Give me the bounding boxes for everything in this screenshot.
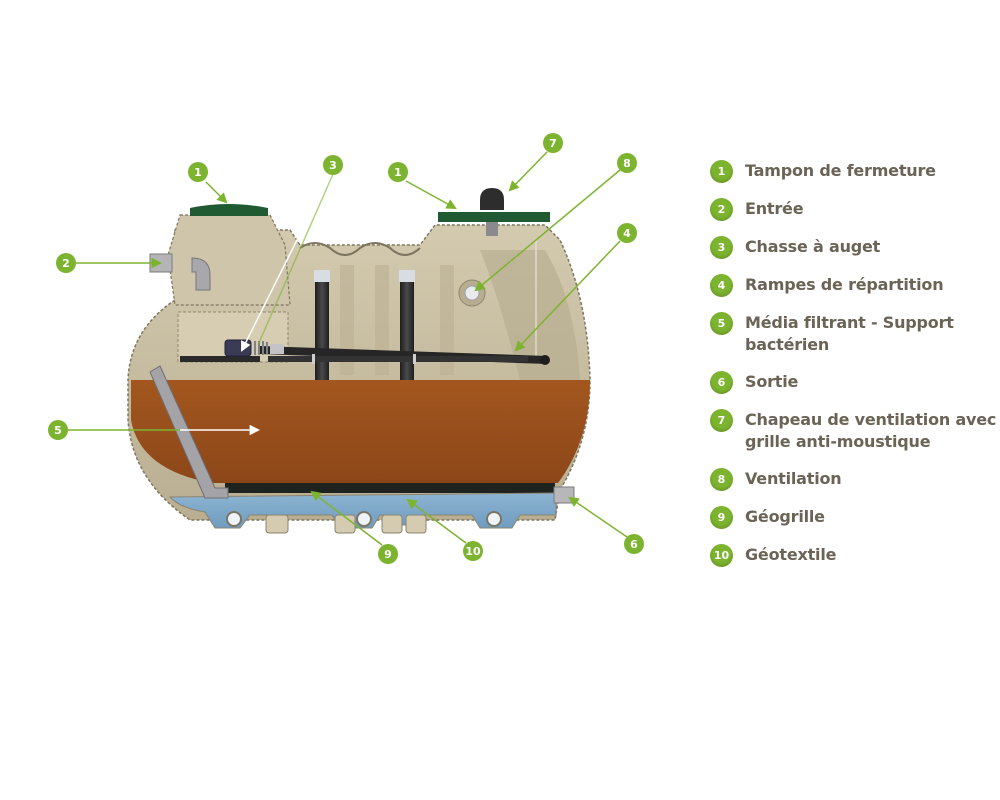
drain-holes — [226, 511, 502, 527]
legend-label: Géotextile — [745, 545, 837, 564]
svg-text:10: 10 — [465, 545, 481, 558]
legend-item: 1 Tampon de fermeture — [710, 160, 1000, 183]
svg-text:9: 9 — [384, 548, 392, 561]
legend-badge: 2 — [710, 198, 733, 221]
legend-item: 7 Chapeau de ventilation avec grille ant… — [710, 409, 1000, 453]
svg-text:6: 6 — [630, 538, 638, 551]
callout-leaders — [68, 151, 628, 546]
legend-label: Média filtrant - Support bactérien — [745, 313, 954, 354]
legend-item: 10 Géotextile — [710, 544, 1000, 567]
legend-label: Ventilation — [745, 469, 842, 488]
svg-text:1: 1 — [194, 166, 202, 179]
legend-item: 4 Rampes de répartition — [710, 274, 1000, 297]
svg-text:7: 7 — [549, 137, 557, 150]
legend-item: 5 Média filtrant - Support bactérien — [710, 312, 1000, 356]
legend-badge: 10 — [710, 544, 733, 567]
legend-label: Chapeau de ventilation avec grille anti-… — [745, 410, 997, 451]
callout-badge: 7 — [543, 133, 563, 153]
legend-label: Chasse à auget — [745, 237, 881, 256]
callout-badge: 4 — [617, 223, 637, 243]
callout-badge: 9 — [378, 544, 398, 564]
geogrille-layer — [225, 483, 555, 493]
right-closure-lid — [438, 212, 550, 222]
ventilation-cap — [480, 188, 504, 236]
distribution-ramps — [180, 346, 550, 365]
collector-pipe — [149, 365, 229, 499]
svg-text:4: 4 — [623, 227, 631, 240]
legend-label: Tampon de fermeture — [745, 161, 936, 180]
callout-badge: 2 — [56, 253, 76, 273]
legend-badge: 9 — [710, 506, 733, 529]
tank-feet — [265, 514, 427, 534]
callout-badge: 6 — [624, 534, 644, 554]
legend-badge: 6 — [710, 371, 733, 394]
legend-badge: 4 — [710, 274, 733, 297]
legend-item: 2 Entrée — [710, 198, 1000, 221]
svg-text:2: 2 — [62, 257, 70, 270]
svg-text:3: 3 — [329, 159, 337, 172]
callout-badge: 8 — [617, 153, 637, 173]
legend-label: Géogrille — [745, 507, 825, 526]
legend-badge: 8 — [710, 468, 733, 491]
callout-badge: 1 — [388, 162, 408, 182]
legend-label: Rampes de répartition — [745, 275, 944, 294]
svg-text:5: 5 — [54, 424, 62, 437]
legend-item: 3 Chasse à auget — [710, 236, 1000, 259]
geotextile-layer — [168, 492, 557, 529]
legend-badge: 5 — [710, 312, 733, 335]
legend: 1 Tampon de fermeture 2 Entrée 3 Chasse … — [710, 160, 1000, 582]
callout-badge: 3 — [323, 155, 343, 175]
ventilation-grille — [458, 279, 486, 307]
filter-media — [131, 380, 590, 483]
left-closure-lid — [190, 204, 268, 216]
legend-badge: 1 — [710, 160, 733, 183]
legend-item: 6 Sortie — [710, 371, 1000, 394]
svg-text:8: 8 — [623, 157, 631, 170]
callout-badge: 10 — [463, 541, 483, 561]
legend-label: Sortie — [745, 372, 799, 391]
legend-item: 9 Géogrille — [710, 506, 1000, 529]
outlet-pipe — [553, 486, 575, 504]
legend-label: Entrée — [745, 199, 804, 218]
legend-badge: 3 — [710, 236, 733, 259]
callout-badge: 5 — [48, 420, 68, 440]
legend-item: 8 Ventilation — [710, 468, 1000, 491]
callout-badge: 1 — [188, 162, 208, 182]
callout-badges: 1 3 1 7 8 4 2 5 9 10 6 — [48, 133, 644, 564]
legend-badge: 7 — [710, 409, 733, 432]
svg-text:1: 1 — [394, 166, 402, 179]
